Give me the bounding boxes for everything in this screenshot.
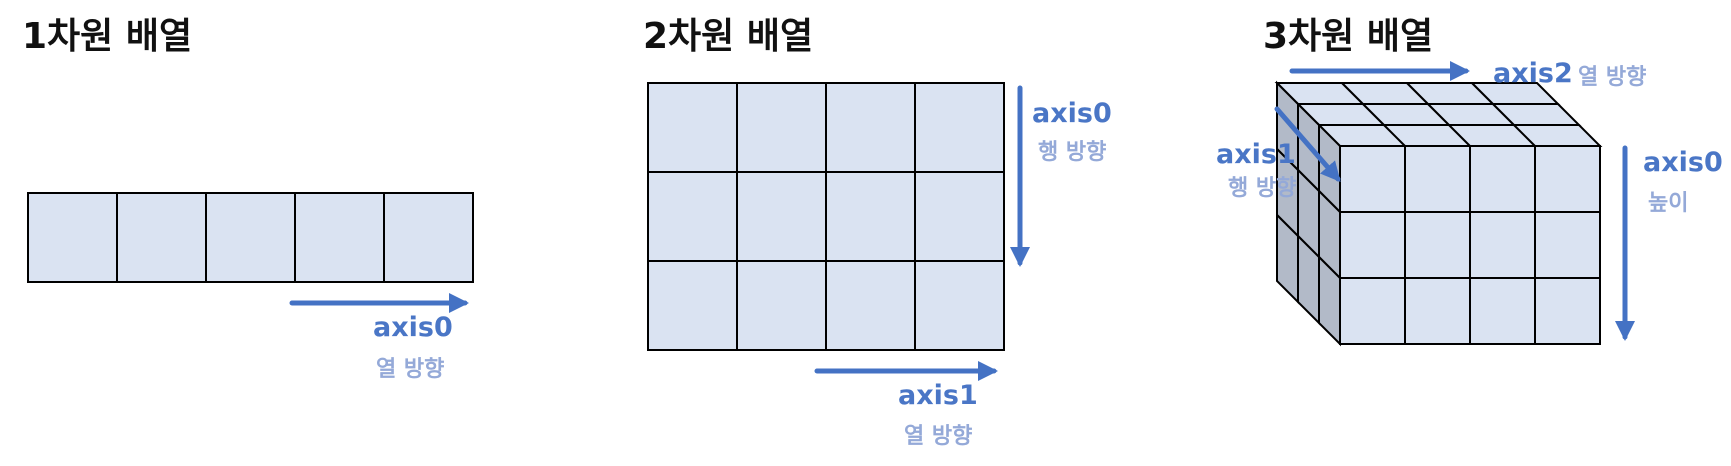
cube-front-cell — [1339, 277, 1406, 345]
array-1d-cell — [116, 192, 207, 283]
axis0-label-1d: axis0 — [373, 312, 453, 343]
cube-front-cell — [1534, 145, 1601, 213]
panel-2d: 2차원 배열 axis0 행 방향 axis1 열 방향 — [643, 16, 1112, 449]
array-3d-cube — [1274, 80, 1603, 347]
array-1d-cell — [383, 192, 474, 283]
axis1-label-2d: axis1 — [898, 380, 978, 411]
array-2d-cell — [647, 171, 738, 262]
array-2d-cell — [736, 171, 827, 262]
axis2-label-3d: axis2 — [1493, 58, 1573, 89]
array-2d-cell — [647, 260, 738, 351]
cube-front-cell — [1404, 145, 1471, 213]
cube-front-cell — [1404, 277, 1471, 345]
panel-2d-title: 2차원 배열 — [643, 16, 813, 57]
array-2d-cell — [914, 82, 1005, 173]
array-1d-grid — [27, 192, 474, 283]
cube-front-cell — [1534, 211, 1601, 279]
array-1d-cell — [205, 192, 296, 283]
cube-front-cell — [1469, 211, 1536, 279]
panel-3d-title: 3차원 배열 — [1263, 16, 1433, 57]
axis1-desc-3d: 행 방향 — [1228, 176, 1296, 201]
cube-front-cell — [1534, 277, 1601, 345]
array-2d-cell — [825, 260, 916, 351]
cube-front-cell — [1339, 145, 1406, 213]
axis1-label-3d: axis1 — [1216, 139, 1296, 170]
array-1d-cell — [294, 192, 385, 283]
axis0-desc-1d: 열 방향 — [376, 357, 444, 382]
array-2d-cell — [647, 82, 738, 173]
axis2-desc-3d: 열 방향 — [1578, 65, 1646, 90]
array-2d-cell — [825, 82, 916, 173]
array-2d-cell — [736, 260, 827, 351]
cube-front-cell — [1339, 211, 1406, 279]
panel-1d-title: 1차원 배열 — [22, 16, 192, 57]
array-1d-cell — [27, 192, 118, 283]
cube-front-cell — [1404, 211, 1471, 279]
array-2d-cell — [825, 171, 916, 262]
array-2d-cell — [736, 82, 827, 173]
array-2d-cell — [914, 260, 1005, 351]
array-2d-cell — [914, 171, 1005, 262]
axis0-label-3d: axis0 — [1643, 147, 1723, 178]
axis1-arrow-3d — [1274, 106, 1341, 183]
cube-front-cell — [1469, 145, 1536, 213]
array-2d-grid — [647, 82, 1005, 351]
axis0-desc-2d: 행 방향 — [1038, 140, 1106, 165]
panel-3d: 3차원 배열 — [1216, 16, 1723, 347]
axis1-desc-2d: 열 방향 — [904, 424, 972, 449]
axis0-desc-3d: 높이 — [1648, 191, 1688, 216]
panel-1d: 1차원 배열 axis0 열 방향 — [22, 16, 474, 382]
cube-front-cell — [1469, 277, 1536, 345]
axis0-label-2d: axis0 — [1032, 98, 1112, 129]
